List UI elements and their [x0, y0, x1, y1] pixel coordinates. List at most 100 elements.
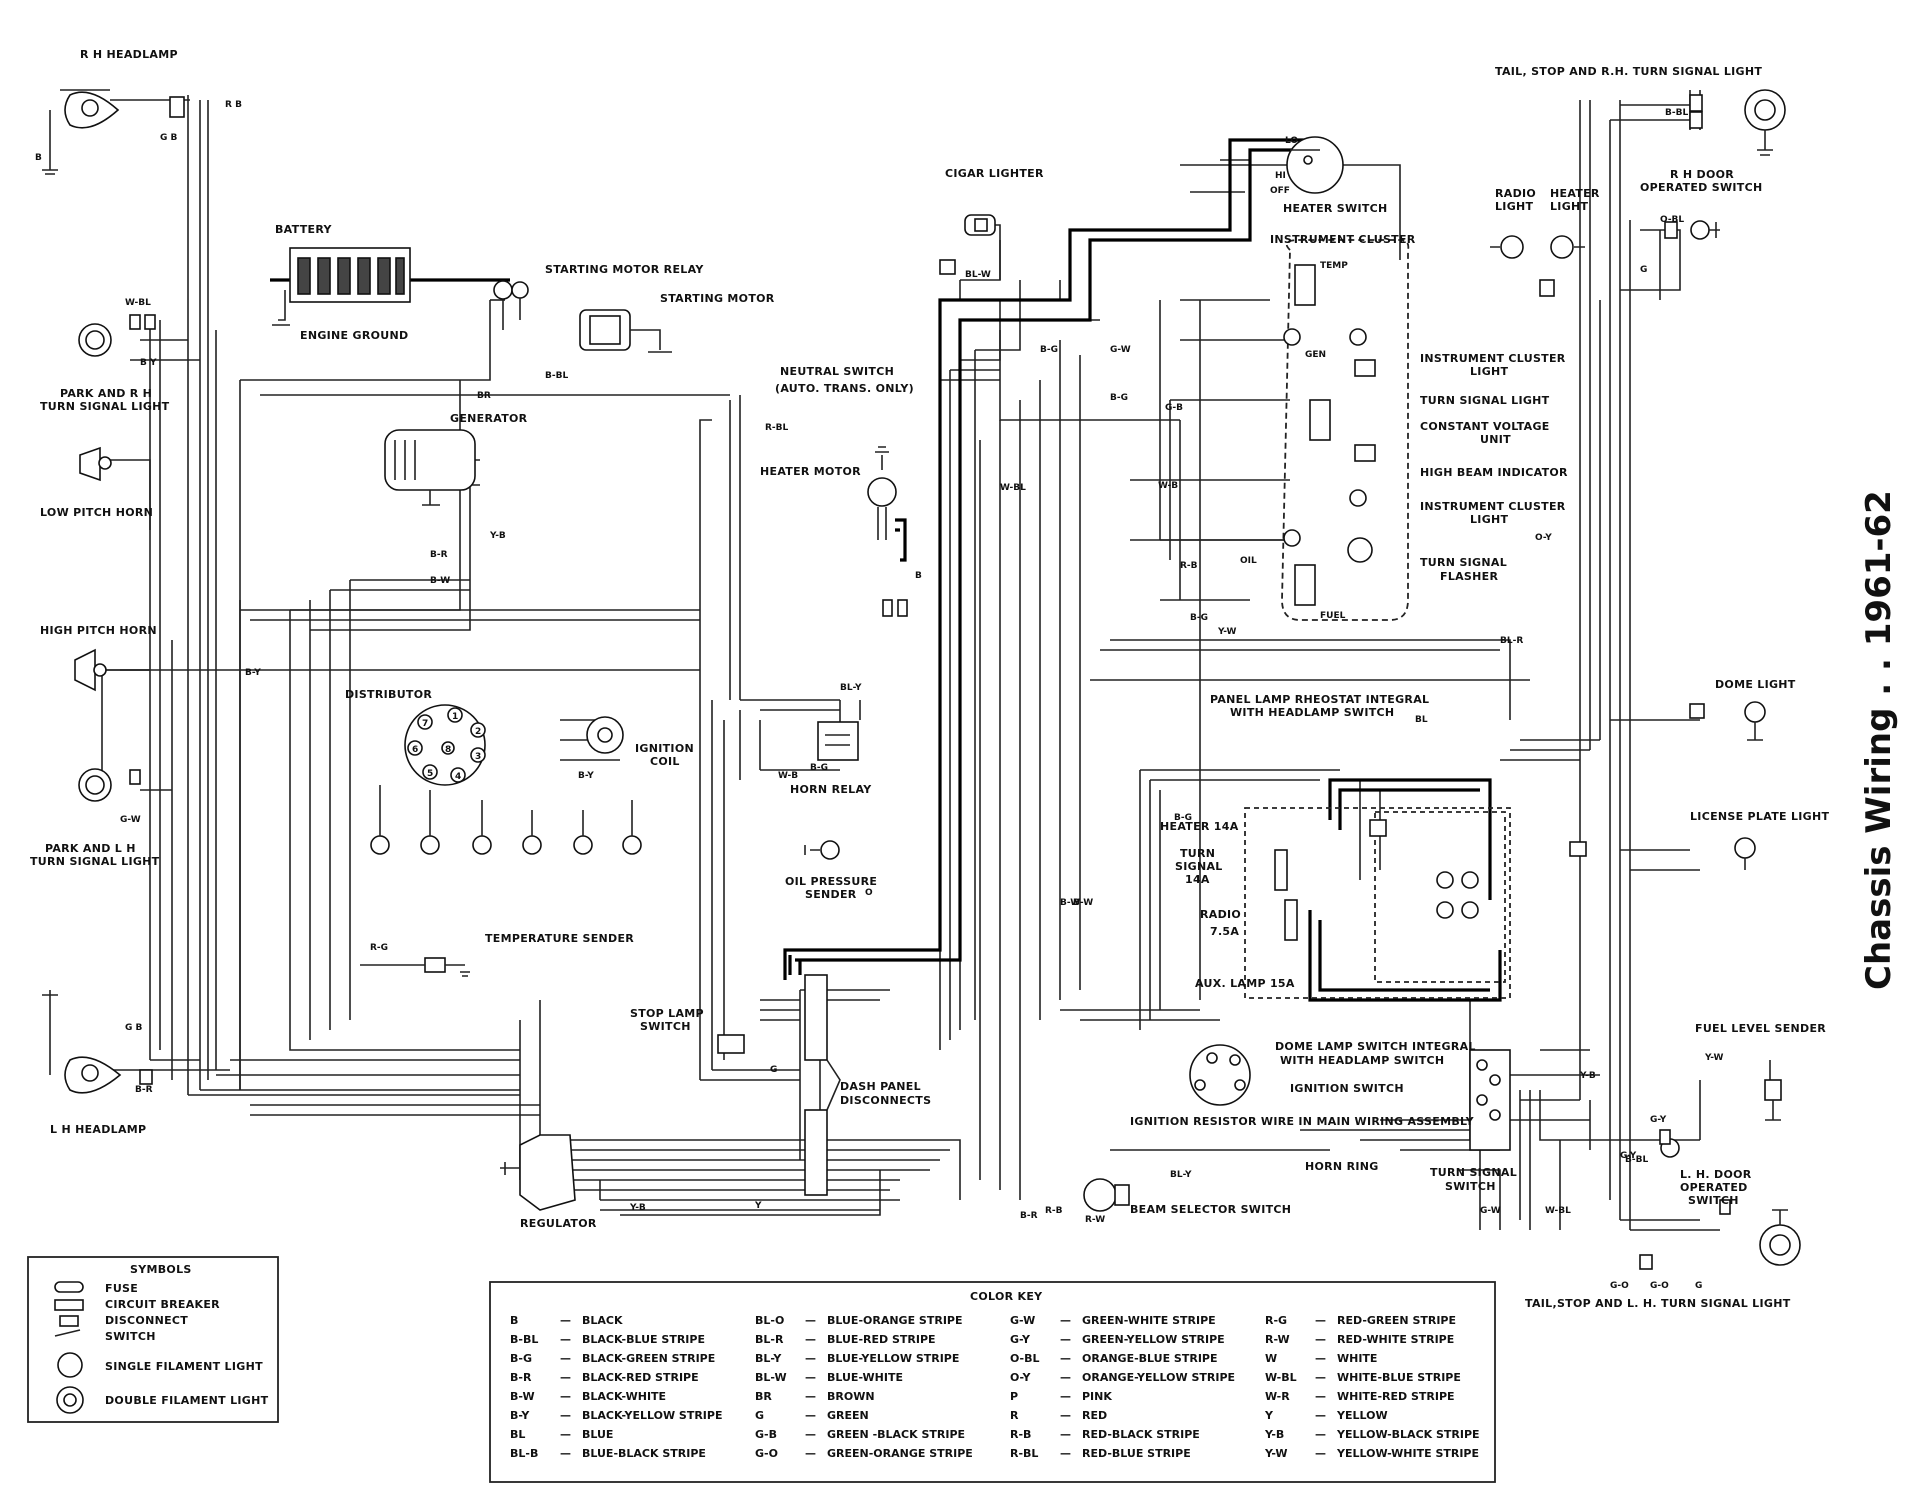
wire-code: B-Y [245, 668, 261, 678]
lh-door-label-2: OPERATED [1680, 1181, 1748, 1194]
neutral-switch-label-1: NEUTRAL SWITCH [780, 365, 894, 378]
generator-label: GENERATOR [450, 412, 528, 425]
color-dash: — [1060, 1371, 1071, 1384]
color-code: BL-R [755, 1333, 784, 1346]
temp-label: TEMP [1320, 261, 1348, 271]
ts-switch-label-2: SWITCH [1445, 1180, 1496, 1193]
color-description: WHITE-RED STRIPE [1337, 1390, 1455, 1403]
license-plate-light [1569, 837, 1756, 870]
wire-code: BL-W [965, 270, 991, 280]
color-dash: — [560, 1447, 571, 1460]
turn-signal-light-label: TURN SIGNAL LIGHT [1420, 394, 1550, 407]
color-dash: — [560, 1390, 571, 1403]
wire-code: G B [160, 133, 178, 143]
cluster-light-label-1: INSTRUMENT CLUSTER [1420, 352, 1566, 365]
color-dash: — [1315, 1333, 1326, 1346]
wire-code: B-BL [1625, 1155, 1648, 1165]
wire-code: W-BL [125, 298, 151, 308]
instrument-cluster [1281, 239, 1410, 621]
color-dash: — [560, 1352, 571, 1365]
wire-code: G [1695, 1281, 1702, 1291]
heater-motor [867, 446, 908, 617]
wire-code: B [35, 153, 42, 163]
cap-4: 4 [455, 772, 461, 782]
lh-door-label-3: SWITCH [1688, 1194, 1739, 1207]
rh-headlamp-label: R H HEADLAMP [80, 48, 178, 61]
wire-code: Y-B [1579, 1071, 1596, 1081]
wire-code: B-R [1020, 1211, 1038, 1221]
color-description: YELLOW-WHITE STRIPE [1336, 1447, 1479, 1460]
color-code: R-BL [1010, 1447, 1038, 1460]
color-code: B-BL [510, 1333, 538, 1346]
color-code: B [510, 1314, 518, 1327]
starting-motor-relay-label: STARTING MOTOR RELAY [545, 263, 704, 276]
color-dash: — [805, 1390, 816, 1403]
symbol-fuse: FUSE [105, 1282, 138, 1295]
ignition-coil [586, 716, 624, 754]
heater-switch-label: HEATER SWITCH [1283, 202, 1388, 215]
wire-code: G B [125, 1023, 143, 1033]
battery-label: BATTERY [275, 223, 332, 236]
color-code: B-R [510, 1371, 532, 1384]
color-dash: — [1060, 1447, 1071, 1460]
horn-relay-label: HORN RELAY [790, 783, 872, 796]
heater-off: OFF [1270, 186, 1290, 196]
wire-code: G-W [1480, 1206, 1501, 1216]
wire-code: G-B [1165, 403, 1183, 413]
color-code: BL-B [510, 1447, 538, 1460]
color-description: RED [1082, 1409, 1107, 1422]
cluster-light2-label-2: LIGHT [1470, 513, 1509, 526]
color-code: BL-W [755, 1371, 787, 1384]
wire-code: R B [225, 100, 242, 110]
switch-symbol [54, 1329, 81, 1337]
wire-code: BL-R [1500, 636, 1523, 646]
high-beam-label: HIGH BEAM INDICATOR [1420, 466, 1568, 479]
symbols-title: SYMBOLS [130, 1263, 192, 1276]
color-description: BROWN [827, 1390, 875, 1403]
wire-code: R-B [1045, 1206, 1063, 1216]
disconnect-symbol [59, 1315, 79, 1327]
color-code: G-W [1010, 1314, 1035, 1327]
ignition-coil-label-2: COIL [650, 755, 680, 768]
fuse-heater: HEATER 14A [1160, 820, 1239, 833]
highlighted-circuit [270, 138, 1502, 1002]
wire-code: G-W [120, 815, 141, 825]
wire-code: BL [1415, 715, 1428, 725]
wire-code: W-BL [1545, 1206, 1571, 1216]
wire-code: O-BL [1660, 215, 1684, 225]
color-dash: — [560, 1409, 571, 1422]
wire-code: R-G [370, 943, 388, 953]
color-code: B-G [510, 1352, 532, 1365]
color-dash: — [1315, 1409, 1326, 1422]
wire-code: BL-Y [840, 683, 862, 693]
dome-light [1689, 701, 1766, 741]
color-dash: — [560, 1428, 571, 1441]
color-code: O-Y [1010, 1371, 1032, 1384]
color-code: BL-Y [755, 1352, 782, 1365]
fuel-label: FUEL [1320, 611, 1346, 621]
color-dash: — [1060, 1314, 1071, 1327]
color-code: BL-O [755, 1314, 784, 1327]
fuse-14a: 14A [1185, 873, 1210, 886]
cap-6: 6 [412, 745, 418, 755]
spark-plugs [370, 785, 642, 855]
dome-switch-label-1: DOME LAMP SWITCH INTEGRAL [1275, 1040, 1476, 1053]
tail-rh-label: TAIL, STOP AND R.H. TURN SIGNAL LIGHT [1495, 65, 1762, 78]
heater-light-label-2: LIGHT [1550, 200, 1589, 213]
rheostat-label-2: WITH HEADLAMP SWITCH [1230, 706, 1394, 719]
color-description: WHITE [1337, 1352, 1377, 1365]
heater-motor-label: HEATER MOTOR [760, 465, 861, 478]
regulator [500, 1134, 576, 1211]
wire-code: B-G [810, 763, 828, 773]
color-description: ORANGE-BLUE STRIPE [1082, 1352, 1218, 1365]
wire-code: W-B [778, 771, 798, 781]
high-pitch-horn [74, 648, 107, 692]
wire-code: R-B [1180, 561, 1198, 571]
cluster-light2-label-1: INSTRUMENT CLUSTER [1420, 500, 1566, 513]
color-dash: — [805, 1447, 816, 1460]
cap-8: 8 [445, 745, 451, 755]
wire-code: W-BL [1000, 483, 1026, 493]
color-description: GREEN [827, 1409, 869, 1422]
single-filament-symbol [57, 1352, 83, 1378]
